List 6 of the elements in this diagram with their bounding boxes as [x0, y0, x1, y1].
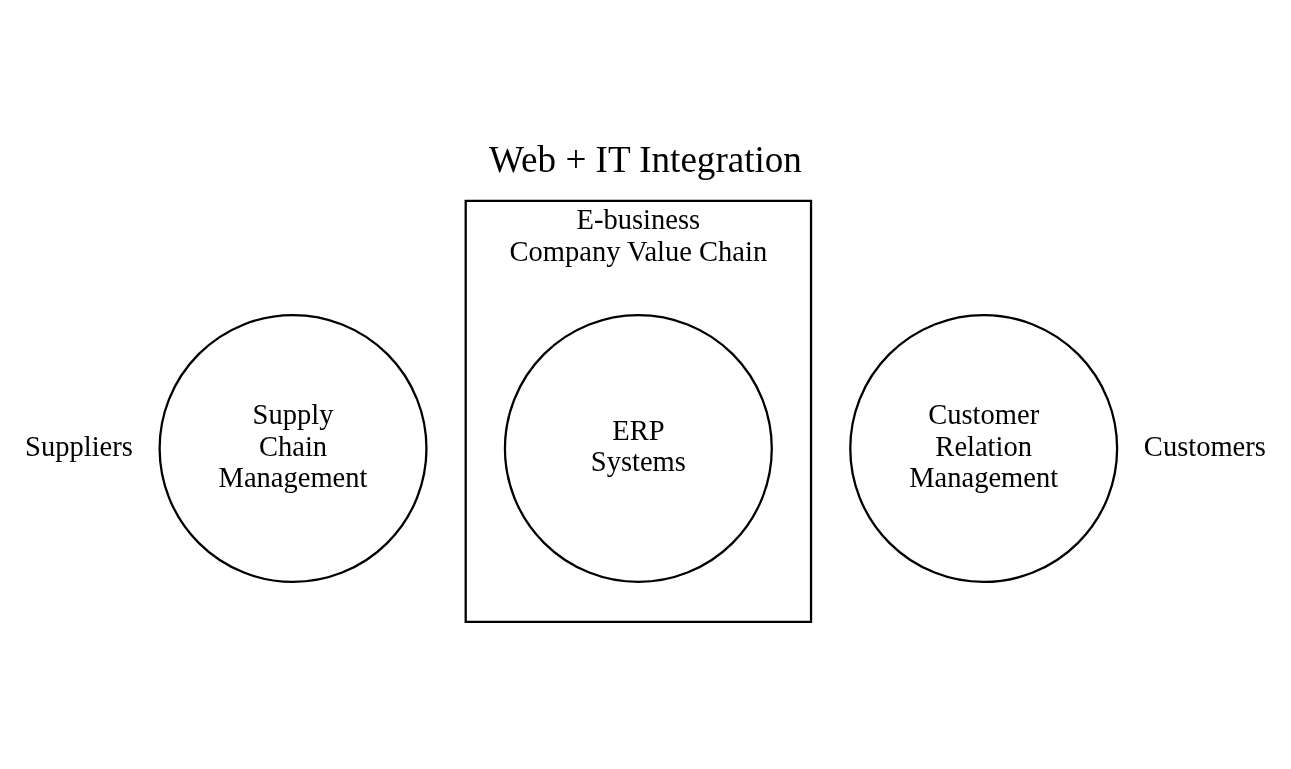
diagram-title: Web + IT Integration [489, 138, 802, 180]
label: Suppliers [25, 430, 133, 462]
node-circle: Supply Chain Management [158, 313, 428, 583]
node-circle: Customer Relation Management [849, 313, 1119, 583]
label: Customers [1143, 430, 1266, 462]
node-circle: ERP Systems [503, 313, 773, 583]
